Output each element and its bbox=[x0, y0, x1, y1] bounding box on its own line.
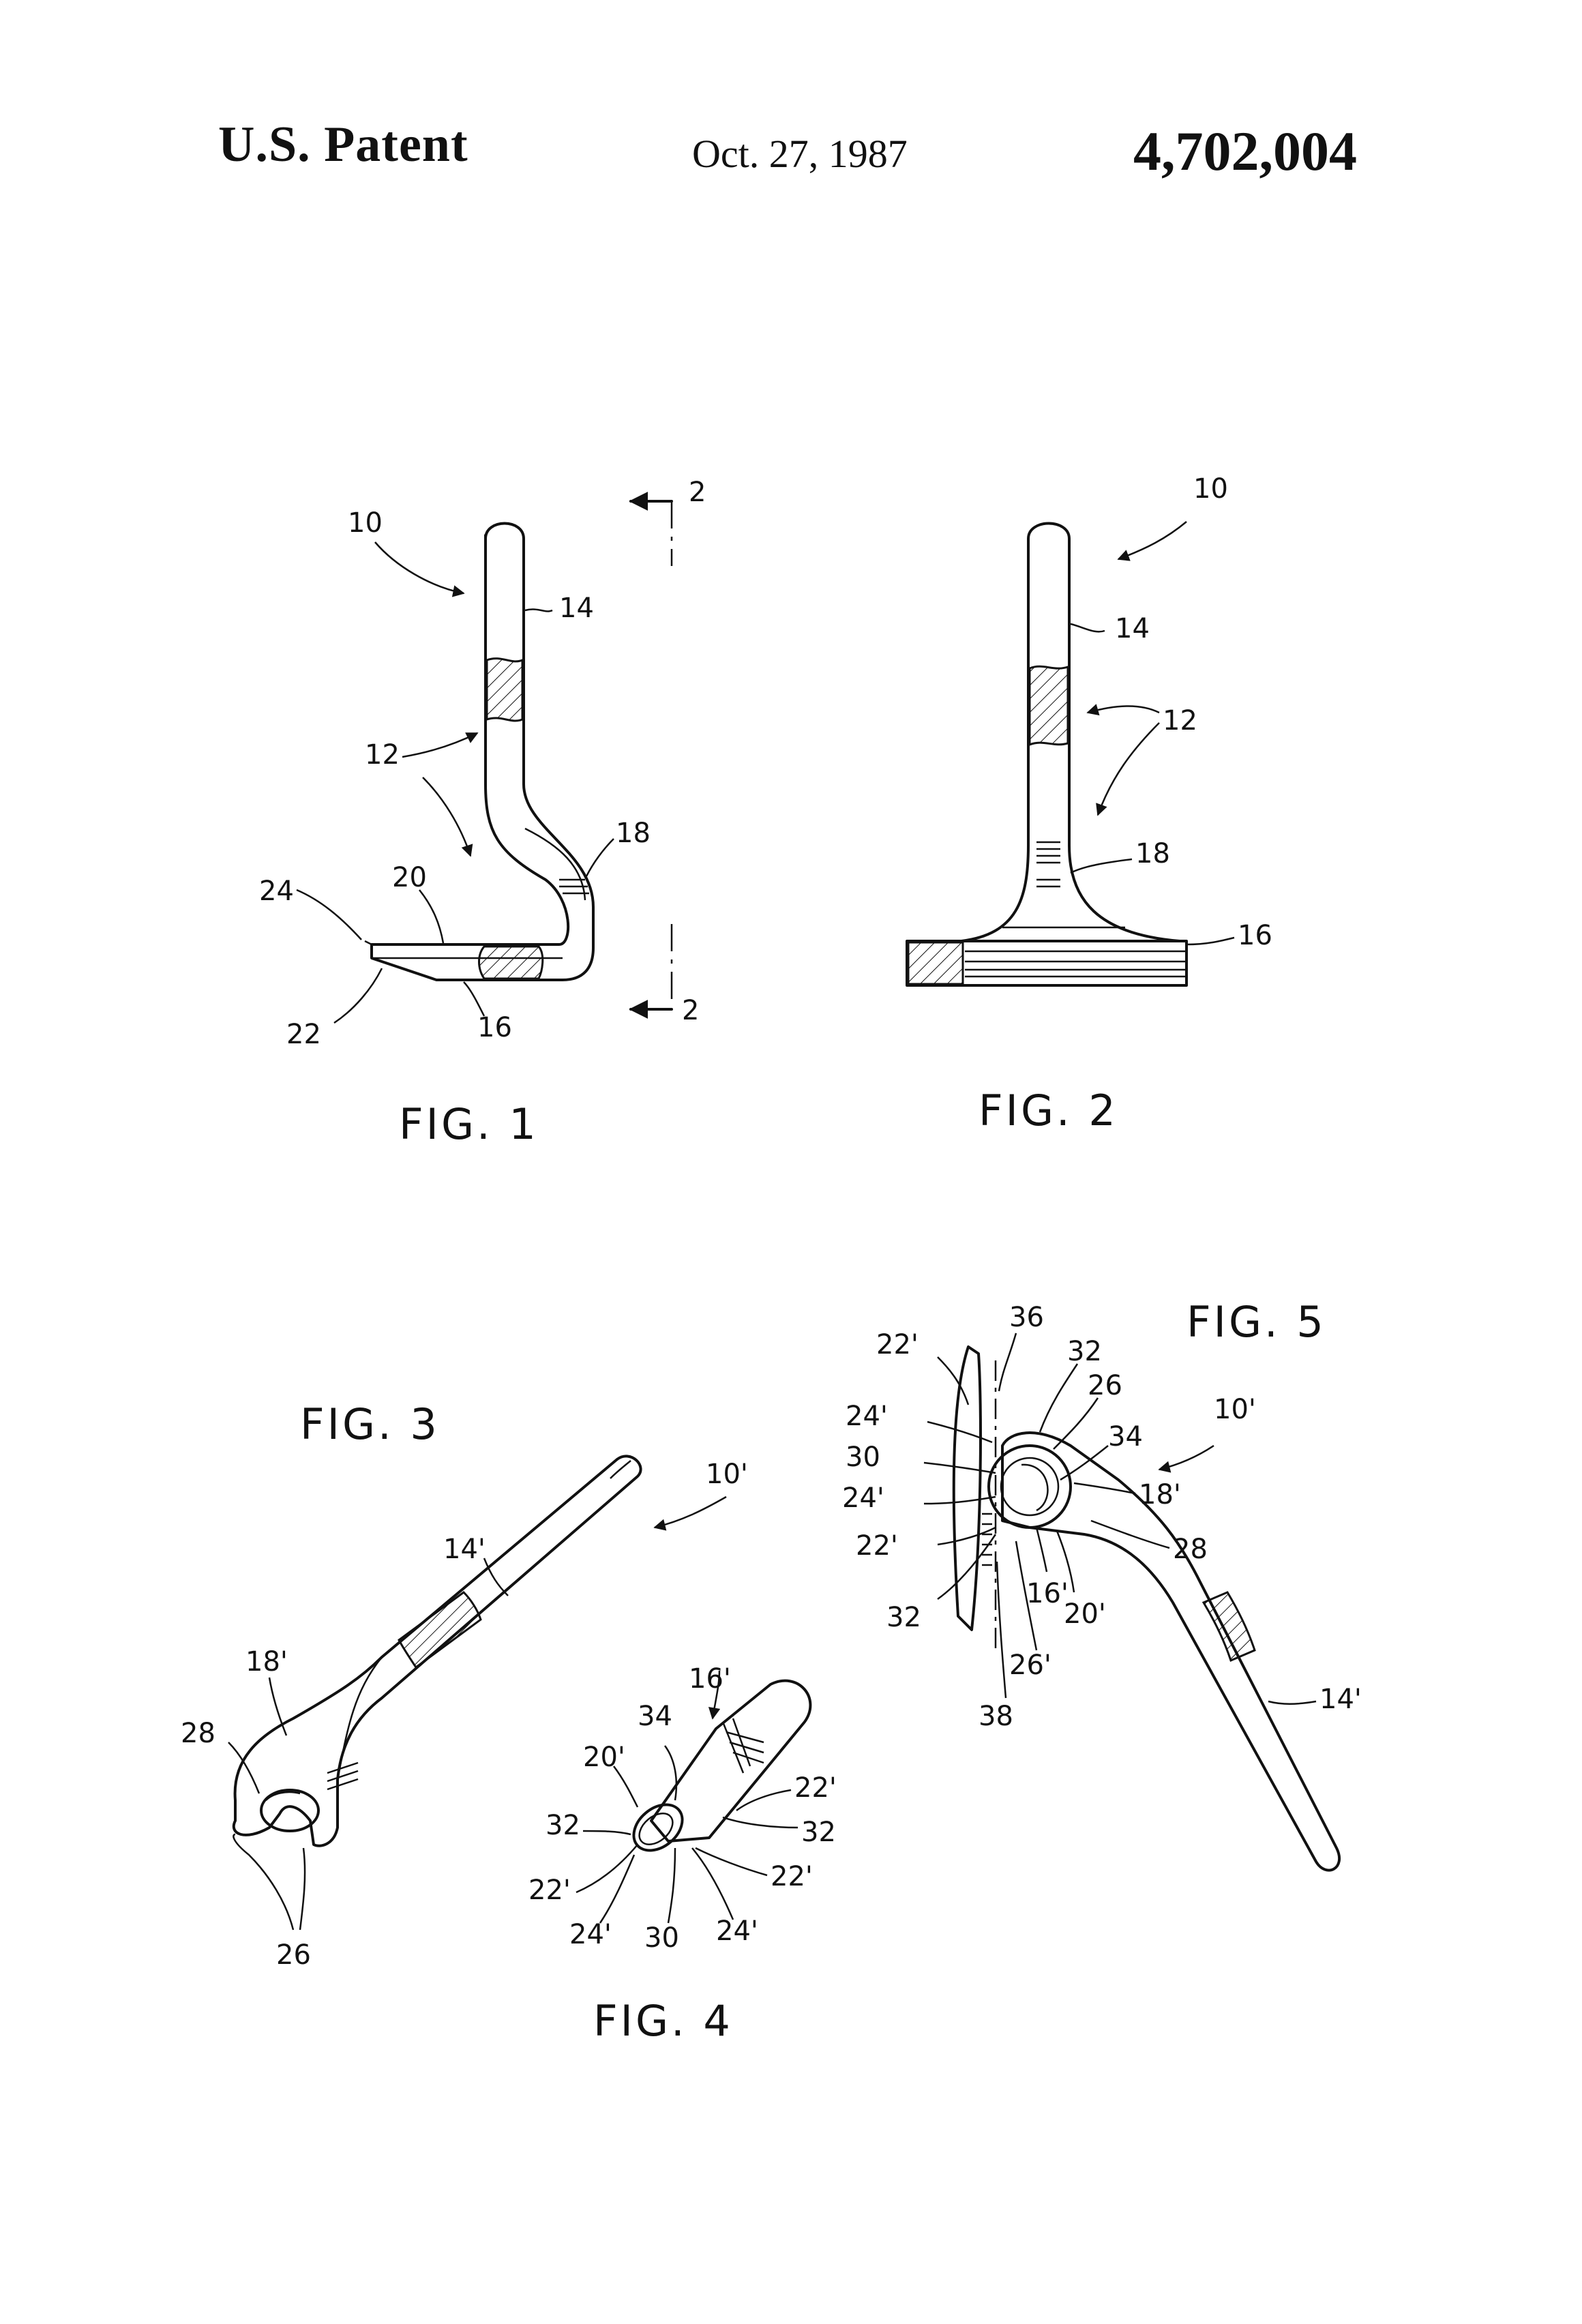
fig3-ref-26: 26 bbox=[276, 1939, 311, 1971]
fig5-ref-38: 38 bbox=[979, 1701, 1013, 1732]
figure-5: 36 22' 32 26 10' 24' 34 30 18' 24' 28 22… bbox=[842, 1297, 1362, 1872]
fig2-blade bbox=[906, 940, 1188, 987]
fig1-ref-14: 14 bbox=[559, 593, 594, 624]
fig5-ref-10: 10' bbox=[1214, 1394, 1256, 1425]
patent-date: Oct. 27, 1987 bbox=[692, 132, 908, 176]
figure-3: 10' 14' 18' 28 26 FIG. 3 bbox=[181, 1399, 748, 1971]
patent-number: 4,702,004 bbox=[1133, 120, 1357, 182]
fig5-ref-32b: 32 bbox=[886, 1602, 921, 1633]
fig4-ref-32a: 32 bbox=[546, 1810, 580, 1841]
fig2-ref-16: 16 bbox=[1238, 920, 1272, 951]
fig4-ref-24b: 24' bbox=[716, 1916, 758, 1947]
fig3-handle-section bbox=[398, 1591, 482, 1669]
fig1-ref-10: 10 bbox=[348, 507, 383, 539]
fig4-ref-22b: 22' bbox=[528, 1875, 571, 1906]
fig2-ref-18: 18 bbox=[1135, 838, 1170, 869]
fig5-ref-26b: 26' bbox=[1009, 1650, 1051, 1681]
fig3-ref-14: 14' bbox=[443, 1534, 486, 1565]
fig5-ref-26a: 26 bbox=[1088, 1370, 1122, 1401]
fig1-ref-16: 16 bbox=[477, 1012, 512, 1043]
fig1-ref-12: 12 bbox=[365, 739, 400, 771]
fig1-ref-2b: 2 bbox=[682, 995, 699, 1026]
fig2-blade-section bbox=[907, 941, 964, 985]
fig5-head bbox=[987, 1444, 1072, 1529]
fig2-tool-outline bbox=[960, 522, 1181, 942]
figure-2: 10 14 12 18 16 FIG. 2 bbox=[906, 473, 1272, 1135]
fig2-handle-section bbox=[1028, 665, 1069, 747]
fig3-ref-28: 28 bbox=[181, 1718, 215, 1749]
fig1-ref-22: 22 bbox=[286, 1019, 321, 1050]
fig5-ref-32a: 32 bbox=[1067, 1336, 1102, 1367]
fig4-ref-22a: 22' bbox=[794, 1772, 837, 1804]
fig5-ref-24b: 24' bbox=[842, 1483, 884, 1514]
fig2-ref-10: 10 bbox=[1193, 473, 1228, 505]
figure-4: 16' 34 20' 22' 32 32 22' 22' 24' 30 24' … bbox=[528, 1663, 837, 2046]
patent-label: U.S. Patent bbox=[218, 117, 468, 173]
fig5-ref-28: 28 bbox=[1173, 1534, 1208, 1565]
fig4-caption: FIG. 4 bbox=[593, 1996, 733, 2046]
fig3-tool-outline bbox=[233, 1455, 642, 1847]
fig4-ref-30: 30 bbox=[644, 1922, 679, 1954]
fig3-ref-18: 18' bbox=[245, 1646, 288, 1678]
fig4-ref-24a: 24' bbox=[569, 1919, 612, 1950]
fig2-ref-14: 14 bbox=[1115, 613, 1150, 644]
fig1-tool-outline bbox=[370, 522, 595, 981]
fig1-ref-18: 18 bbox=[616, 818, 651, 849]
fig5-ref-34: 34 bbox=[1108, 1421, 1143, 1452]
fig1-ref-2a: 2 bbox=[689, 477, 706, 508]
fig5-ref-24a: 24' bbox=[846, 1401, 888, 1432]
fig5-handle-section bbox=[1202, 1591, 1256, 1663]
fig4-ref-34: 34 bbox=[638, 1701, 672, 1732]
fig3-ref-10: 10' bbox=[706, 1459, 748, 1490]
fig5-ref-36: 36 bbox=[1009, 1302, 1044, 1333]
fig1-handle-section bbox=[486, 657, 524, 722]
fig2-caption: FIG. 2 bbox=[979, 1086, 1118, 1135]
fig1-ref-24: 24 bbox=[259, 876, 294, 907]
fig5-ref-30: 30 bbox=[846, 1442, 880, 1473]
fig1-caption: FIG. 1 bbox=[399, 1099, 539, 1149]
fig5-ref-22b: 22' bbox=[856, 1530, 898, 1562]
fig1-blade-section bbox=[478, 945, 544, 980]
fig5-caption: FIG. 5 bbox=[1186, 1297, 1326, 1347]
fig4-ref-32b: 32 bbox=[801, 1817, 836, 1848]
fig4-ref-20: 20' bbox=[583, 1742, 625, 1773]
fig5-ref-20: 20' bbox=[1064, 1598, 1106, 1630]
fig5-ref-14: 14' bbox=[1319, 1684, 1362, 1715]
fig3-caption: FIG. 3 bbox=[300, 1399, 440, 1449]
fig5-workpiece bbox=[952, 1345, 982, 1631]
fig3-notch bbox=[260, 1789, 320, 1832]
fig1-ref-20: 20 bbox=[392, 862, 427, 893]
fig5-ref-18: 18' bbox=[1139, 1479, 1181, 1510]
fig4-ref-16: 16' bbox=[689, 1663, 731, 1695]
figure-1: 10 14 12 18 20 24 22 16 2 2 FIG. 1 bbox=[259, 477, 706, 1149]
fig4-ref-22c: 22' bbox=[771, 1861, 813, 1892]
fig5-ref-16: 16' bbox=[1026, 1578, 1069, 1609]
fig5-tool-outline bbox=[1001, 1431, 1341, 1872]
fig5-ref-22a: 22' bbox=[876, 1329, 919, 1360]
fig2-ref-12: 12 bbox=[1163, 705, 1197, 736]
fig4-cylinder bbox=[650, 1679, 812, 1843]
